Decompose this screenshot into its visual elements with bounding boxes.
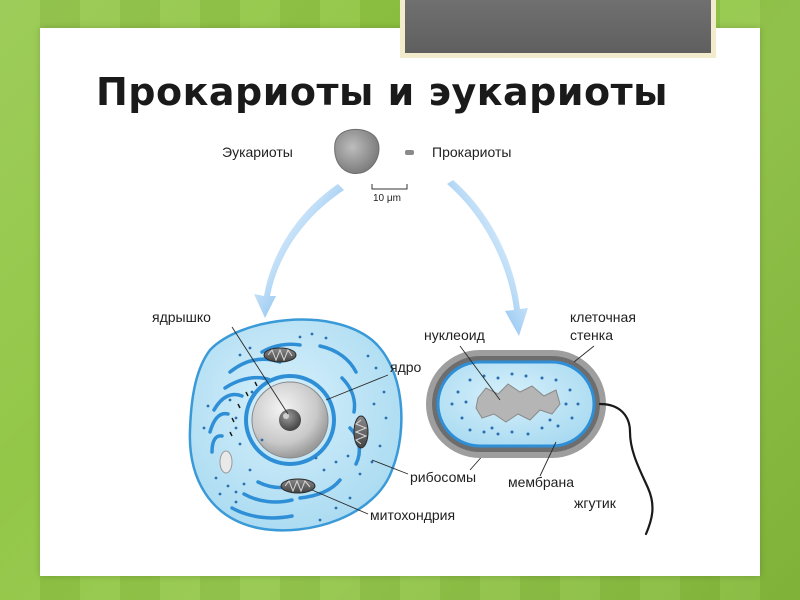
label-nucleoid: нуклеоид bbox=[424, 327, 485, 343]
leader-mitochondrion bbox=[311, 489, 369, 515]
slide-title: Прокариоты и эукариоты bbox=[96, 70, 669, 114]
arrow-to-eukaryote bbox=[254, 184, 344, 318]
nuclear-envelope bbox=[244, 374, 336, 466]
scale-bar bbox=[371, 184, 408, 190]
label-ribosomes: рибосомы bbox=[410, 469, 476, 485]
prokaryote-size-label: Прокариоты bbox=[432, 144, 511, 160]
decorative-tab bbox=[400, 0, 716, 58]
leader-nucleus bbox=[325, 374, 389, 401]
eukaryote-ribosomes bbox=[202, 332, 388, 522]
label-mitochondrion: митохондрия bbox=[370, 507, 455, 523]
arrow-to-prokaryote bbox=[447, 180, 528, 336]
leader-ribosomes-eukaryote bbox=[371, 459, 409, 475]
nucleolus bbox=[279, 409, 301, 431]
nucleoid bbox=[475, 383, 561, 423]
leader-membrane bbox=[539, 441, 557, 477]
leader-cell-wall bbox=[573, 345, 595, 363]
vacuole bbox=[219, 450, 233, 474]
nucleolus-highlight bbox=[283, 413, 289, 419]
eukaryote-size-cell bbox=[334, 128, 380, 174]
prokaryote-size-cell bbox=[405, 150, 414, 155]
mitochondrion-top bbox=[263, 347, 297, 363]
scale-bar-label: 10 μm bbox=[373, 193, 401, 204]
label-flagellum: жгутик bbox=[574, 495, 617, 511]
slide-panel bbox=[40, 28, 760, 576]
flagellum bbox=[598, 402, 654, 536]
label-cell-wall-line2: стенка bbox=[570, 327, 613, 343]
prokaryotic-cell bbox=[426, 350, 654, 536]
eukaryote-size-label: Эукариоты bbox=[222, 144, 293, 160]
label-nucleolus: ядрышко bbox=[152, 309, 211, 325]
label-membrane: мембрана bbox=[508, 474, 574, 490]
mitochondrion-bottom bbox=[280, 478, 316, 494]
leader-nucleolus bbox=[231, 326, 289, 415]
eukaryotic-cell bbox=[188, 318, 403, 532]
prokaryote-ribosomes bbox=[450, 372, 580, 436]
label-cell-wall-line1: клеточная bbox=[570, 309, 636, 325]
leader-nucleoid bbox=[459, 345, 501, 401]
size-comparison: Эукариоты Прокариоты 10 μm bbox=[222, 128, 511, 204]
mitochondrion-right bbox=[353, 415, 369, 449]
rough-er-marks bbox=[229, 381, 258, 437]
label-nucleus: ядро bbox=[390, 359, 422, 375]
